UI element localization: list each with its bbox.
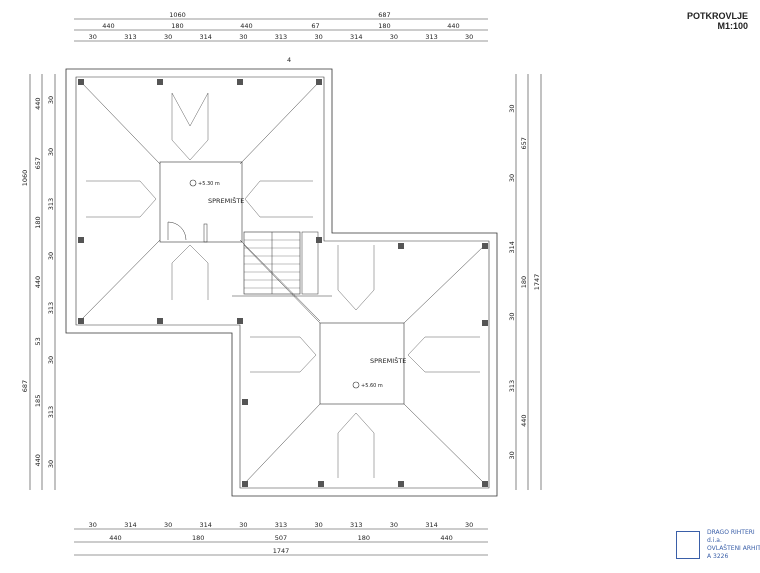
dim-right-outer: 1747 [533, 274, 541, 291]
dim-left-outer: 1060 687 [21, 170, 29, 392]
dim-top-fine-label: 314 [350, 33, 362, 41]
dim-left-fine-label: 313 [47, 302, 55, 314]
stamp-line-2: d.i.a. [707, 537, 722, 544]
dim-right-mid-label: 657 [520, 137, 528, 149]
dim-top-total-label: 1060 [169, 11, 186, 19]
dim-top-mid-label: 440 [102, 22, 114, 30]
dim-right-fine-label: 313 [508, 380, 516, 392]
dim-top-fine-label: 30 [89, 33, 97, 41]
dim-right-fine-label: 30 [508, 451, 516, 459]
dim-left-outer-label: 1060 [21, 170, 29, 187]
dim-left-fine-label: 313 [47, 406, 55, 418]
dim-right-fine-label: 30 [508, 174, 516, 182]
dim-left-fine: 30 30 313 30 313 30 313 30 [47, 96, 55, 468]
dim-top-fine: 30 313 30 314 30 313 30 314 30 313 30 [89, 33, 474, 41]
dim-left-fine-label: 30 [47, 252, 55, 260]
building-inner-outline [75, 76, 490, 489]
dim-top-mid-label: 440 [240, 22, 252, 30]
dim-bottom-mid-label: 440 [440, 534, 452, 542]
dim-bottom-fine-label: 30 [164, 521, 172, 529]
dim-left-mid-label: 180 [34, 216, 42, 228]
dim-left-fine-label: 30 [47, 148, 55, 156]
dim-top-fine-label: 30 [465, 33, 473, 41]
drawing-title: POTKROVLJE M1:100 [687, 11, 748, 31]
dim-left-outer-label: 687 [21, 380, 29, 392]
stamp-line-4: A 3226 [707, 553, 729, 560]
dim-bottom-total: 1747 [273, 547, 290, 555]
dim-top-mid-label: 180 [378, 22, 390, 30]
stamp-line-1: DRAGO RIHTERI [707, 529, 755, 536]
dim-bottom-fine-label: 30 [89, 521, 97, 529]
dim-bottom-fine-label: 30 [390, 521, 398, 529]
room-label-upper: SPREMIŠTE [208, 196, 244, 205]
dim-left-mid-label: 440 [34, 276, 42, 288]
dim-left-mid-label: 657 [34, 157, 42, 169]
dim-left-mid-label: 440 [34, 454, 42, 466]
dim-left-fine-label: 30 [47, 356, 55, 364]
dim-bottom-fine-label: 313 [350, 521, 362, 529]
dim-top-mid: 440 180 440 67 180 440 [102, 22, 459, 30]
dim-top-mid-label: 440 [447, 22, 459, 30]
room-label-lower: SPREMIŠTE [370, 356, 406, 365]
level-marker-icon [352, 381, 360, 389]
dim-right-fine: 30 30 314 30 313 30 [508, 105, 516, 460]
dim-right-fine-label: 30 [508, 313, 516, 321]
section-marker: 4 [287, 56, 291, 64]
level-label-upper: +5.30 m [198, 181, 220, 187]
drawing-title-scale: M1:100 [717, 21, 748, 31]
stamp-logo-icon [676, 531, 700, 559]
dim-left-fine-label: 313 [47, 198, 55, 210]
dim-top-fine-label: 313 [425, 33, 437, 41]
dim-bottom-total-label: 1747 [273, 547, 290, 555]
dim-bottom-fine-label: 30 [239, 521, 247, 529]
dim-top-fine-label: 30 [239, 33, 247, 41]
dim-left-fine-label: 30 [47, 460, 55, 468]
architect-stamp: DRAGO RIHTERI d.i.a. OVLAŠTENI ARHITE A … [676, 529, 760, 573]
dim-top-total-label: 687 [378, 11, 390, 19]
dim-top-fine-label: 30 [314, 33, 322, 41]
dim-bottom-fine-label: 314 [425, 521, 437, 529]
dim-top-fine-label: 30 [164, 33, 172, 41]
dim-right-fine-label: 30 [508, 105, 516, 113]
level-label-lower: +5.60 m [361, 383, 383, 389]
dim-right-mid-label: 440 [520, 414, 528, 426]
dim-left-fine-label: 30 [47, 96, 55, 104]
dim-bottom-fine-label: 314 [124, 521, 136, 529]
dim-right-fine-label: 314 [508, 241, 516, 253]
dim-bottom-mid: 440 180 507 180 440 [109, 534, 453, 542]
dim-top-fine-label: 314 [200, 33, 212, 41]
dim-bottom-mid-label: 507 [275, 534, 287, 542]
dim-bottom-fine-label: 30 [314, 521, 322, 529]
dim-bottom-fine-label: 314 [200, 521, 212, 529]
dim-bottom-mid-label: 180 [192, 534, 204, 542]
stamp-line-3: OVLAŠTENI ARHITE [707, 545, 760, 552]
door-swing [167, 221, 187, 241]
dim-right-mid-label: 180 [520, 276, 528, 288]
storage-room-lower [319, 322, 405, 405]
dim-top-fine-label: 30 [390, 33, 398, 41]
storage-room-upper [159, 161, 243, 243]
dim-left-mid: 440 657 180 440 53 185 440 [34, 98, 42, 467]
dim-left-mid-label: 53 [34, 337, 42, 345]
dim-top-fine-label: 313 [275, 33, 287, 41]
dim-right-outer-label: 1747 [533, 274, 541, 291]
dim-bottom-mid-label: 440 [109, 534, 121, 542]
dim-left-mid-label: 440 [34, 98, 42, 110]
level-marker-icon [189, 179, 197, 187]
dim-top-fine-label: 313 [124, 33, 136, 41]
dim-bottom-fine: 30 314 30 314 30 313 30 313 30 314 30 [89, 521, 474, 529]
dim-top-total: 1060 687 [169, 11, 390, 19]
drawing-title-name: POTKROVLJE [686, 11, 748, 21]
dim-bottom-mid-label: 180 [358, 534, 370, 542]
dim-top-mid-label: 67 [311, 22, 319, 30]
building-outline [65, 68, 498, 497]
stamp-text: DRAGO RIHTERI d.i.a. OVLAŠTENI ARHITE A … [707, 529, 760, 561]
dim-top-mid-label: 180 [171, 22, 183, 30]
dim-bottom-fine-label: 313 [275, 521, 287, 529]
dim-bottom-fine-label: 30 [465, 521, 473, 529]
dim-left-mid-label: 185 [34, 395, 42, 407]
dim-right-mid: 657 180 440 [520, 137, 528, 427]
